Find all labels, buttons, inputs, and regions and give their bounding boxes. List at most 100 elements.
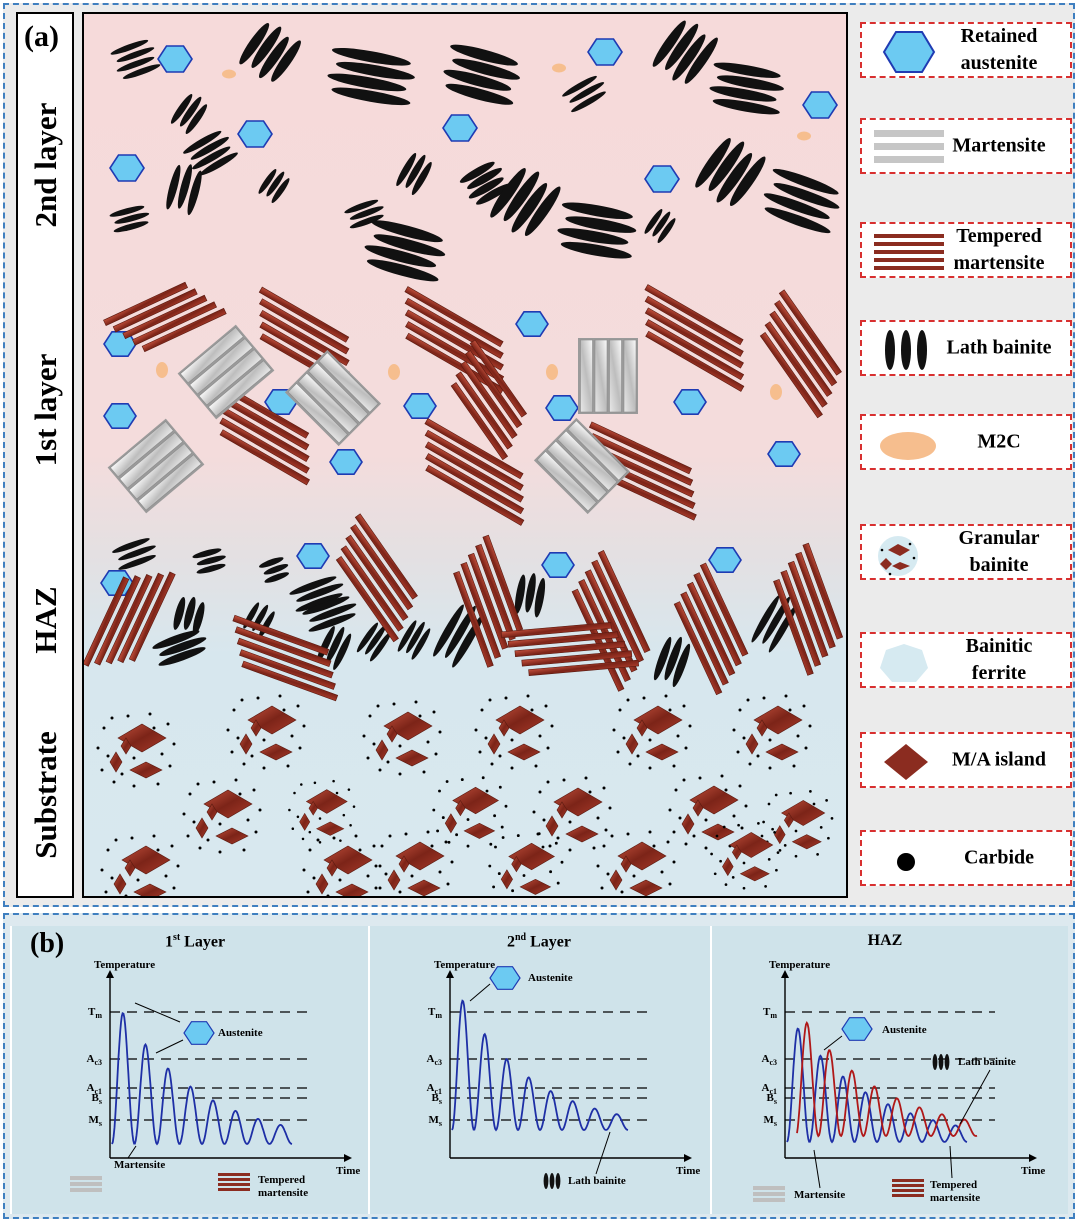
retained-austenite-grain — [103, 402, 137, 430]
carbide — [626, 698, 630, 702]
carbide — [188, 792, 192, 796]
tempered-martensite-lath — [514, 640, 626, 658]
carbide — [592, 846, 596, 850]
tempered-martensite-lath — [764, 321, 828, 408]
granular-bainite-cluster — [100, 834, 180, 896]
carbide — [484, 736, 488, 740]
carbide — [672, 830, 676, 834]
carbide — [678, 816, 682, 820]
lath-bainite-lath — [114, 212, 150, 224]
lath-bainite-lath — [503, 171, 540, 222]
carbide — [234, 778, 238, 782]
lath-bainite-lath — [763, 193, 830, 219]
ma-island — [556, 801, 568, 819]
lath-bainite-lath — [373, 234, 446, 257]
ma-island — [398, 855, 410, 873]
lath-bainite-lath — [716, 152, 753, 203]
carbide — [722, 825, 726, 829]
carbide — [252, 788, 256, 792]
lath-bainite-icon — [944, 1054, 950, 1070]
carbide — [170, 844, 174, 848]
carbide — [316, 838, 320, 842]
plot-text: Time — [1021, 1165, 1045, 1177]
carbide — [372, 742, 376, 746]
carbide — [312, 876, 316, 880]
tempered-martensite-lath — [795, 551, 836, 649]
carbide — [568, 848, 572, 852]
carbide — [816, 853, 819, 856]
plot-2nd-layer: TemperatureTimeTmAc3Ac1BsMsAusteniteLath… — [426, 959, 700, 1189]
lath-bainite-packet — [709, 62, 784, 115]
lath-bainite-lath — [657, 218, 676, 243]
carbide — [296, 704, 300, 708]
carbide — [588, 790, 592, 794]
carbide — [498, 754, 502, 758]
carbide — [668, 882, 672, 886]
tempered-martensite-packet — [673, 562, 749, 696]
retained-austenite-grain — [157, 45, 193, 73]
carbide — [455, 833, 459, 837]
carbide — [306, 890, 310, 894]
lath-bainite-lath — [467, 167, 502, 190]
plot-title-2nd-layer: 2nd Layer — [507, 932, 571, 951]
ma-island — [774, 825, 786, 845]
carbide — [318, 817, 322, 820]
carbide — [198, 846, 202, 850]
tempered-martensite-lath — [112, 288, 198, 333]
microstructure-schematic — [82, 12, 848, 898]
m2c-particle — [156, 362, 168, 378]
carbide — [100, 868, 104, 872]
lath-bainite-lath — [405, 154, 426, 188]
carbide — [232, 708, 236, 712]
retained-austenite-grain — [237, 120, 273, 148]
carbide — [398, 772, 402, 776]
lath-bainite-packet — [170, 93, 208, 135]
carbide — [172, 742, 176, 746]
ma-island — [129, 761, 163, 779]
layer-axis-box — [16, 12, 74, 898]
carbide — [148, 712, 152, 716]
carbide — [256, 696, 260, 700]
carbide — [313, 781, 317, 785]
lath-bainite-lath — [309, 603, 357, 622]
carbide — [568, 820, 572, 824]
ma-island — [120, 737, 132, 755]
tempered-martensite-red-stripes-icon — [874, 234, 944, 270]
carbide — [206, 838, 210, 842]
carbide — [688, 724, 692, 728]
tempered-martensite-lath — [467, 552, 509, 650]
level-label: Ac1 — [426, 1082, 442, 1096]
carbide — [362, 734, 366, 738]
carbide — [737, 823, 740, 827]
legend-label: Carbide — [964, 846, 1034, 869]
lath-bainite-packet — [459, 161, 511, 205]
lath-bainite-lath — [490, 168, 526, 218]
lath-bainite-lath — [296, 583, 344, 602]
lath-bainite-packet — [364, 220, 446, 282]
lath-bainite-packet — [183, 130, 238, 176]
lath-bainite-lath — [365, 624, 387, 655]
tempered-martensite-lath — [686, 581, 736, 676]
carbide — [532, 810, 536, 814]
martensite-block-frame — [284, 349, 382, 447]
lath-bainite-lath — [560, 241, 632, 259]
carbide — [380, 844, 384, 848]
tempered-martensite-lath — [105, 573, 153, 665]
carbide — [584, 776, 588, 780]
carbide — [466, 844, 470, 848]
martensite-lath — [128, 443, 193, 500]
carbide — [352, 805, 356, 808]
carbide — [230, 750, 234, 754]
lath-bainite-lath — [366, 259, 439, 282]
retained-austenite-grain — [403, 392, 437, 420]
stripe-icon — [218, 1188, 250, 1191]
carbide — [300, 783, 303, 786]
carbide — [672, 764, 676, 768]
stripe-icon — [218, 1183, 250, 1186]
carbide — [664, 694, 668, 698]
martensite-block — [177, 324, 275, 420]
lath-bainite-lath — [179, 96, 202, 127]
carbide — [432, 710, 436, 714]
carbide — [794, 854, 798, 858]
